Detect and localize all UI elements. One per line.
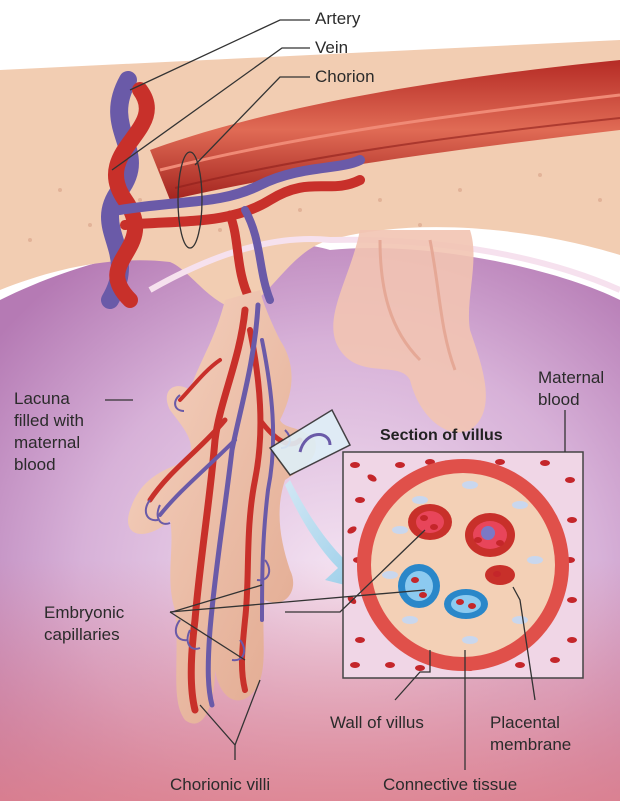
label-artery: Artery (315, 8, 360, 30)
label-section-of-villus: Section of villus (380, 425, 503, 447)
label-maternal-blood: Maternal blood (538, 367, 604, 411)
label-chorionic-villi: Chorionic villi (170, 774, 270, 796)
section-of-villus-inset (343, 452, 583, 678)
label-placental-membrane: Placental membrane (490, 712, 571, 756)
label-wall-of-villus: Wall of villus (330, 712, 424, 734)
label-embryonic-capillaries: Embryonic capillaries (44, 602, 124, 646)
label-vein: Vein (315, 37, 348, 59)
label-connective-tissue: Connective tissue (383, 774, 517, 796)
label-lacuna: Lacuna filled with maternal blood (14, 388, 84, 476)
label-chorion: Chorion (315, 66, 375, 88)
